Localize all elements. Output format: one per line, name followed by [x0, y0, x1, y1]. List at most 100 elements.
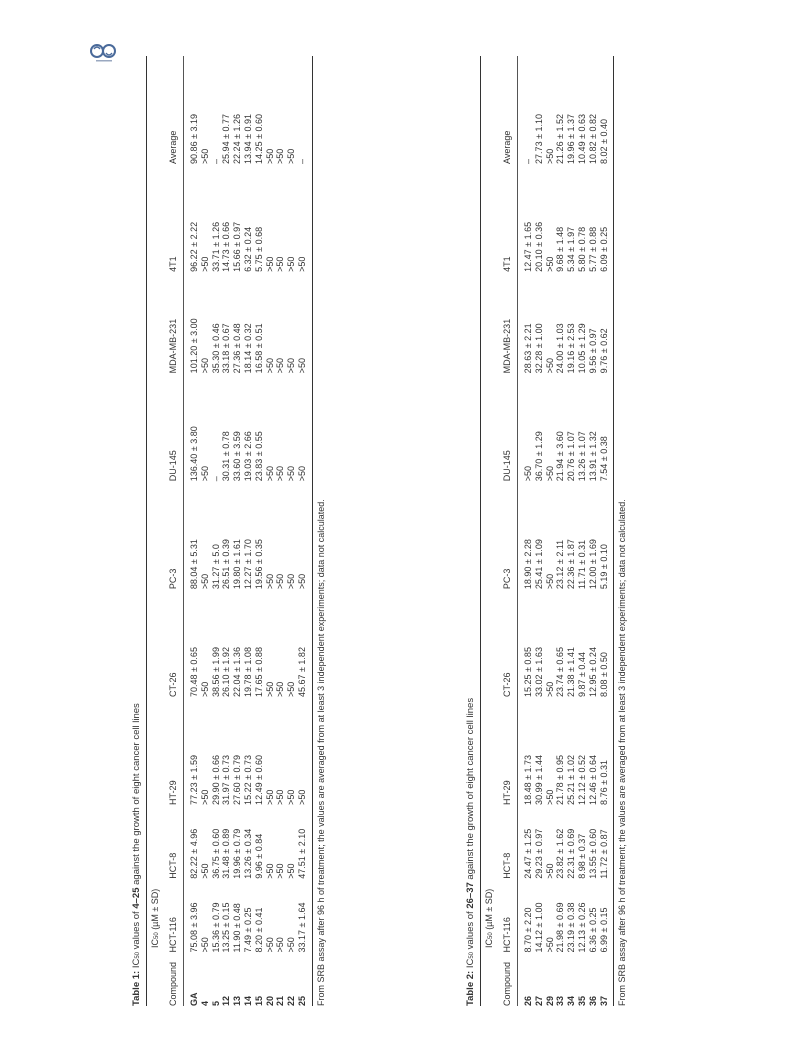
value-cell: 23.82 ± 1.62: [555, 828, 566, 879]
table-row: 20>50>50>50>50>50>50>50>50>50: [265, 56, 276, 1006]
value-cell: 24.47 ± 1.25: [523, 828, 533, 879]
compound-cell: 37: [598, 995, 609, 1006]
value-cell: >50: [199, 256, 210, 272]
compound-cell: 13: [232, 995, 243, 1006]
value-cell: 30.31 ± 0.78: [221, 431, 232, 482]
value-cell: >50: [286, 358, 297, 374]
value-cell: 88.04 ± 5.31: [189, 539, 199, 590]
value-cell: 19.80 ± 1.61: [232, 539, 243, 590]
value-cell: –: [296, 158, 307, 164]
value-cell: >50: [275, 789, 286, 805]
value-cell: 36.70 ± 1.29: [533, 431, 544, 482]
journal-logo-icon: [88, 40, 120, 64]
table-row: 21>50>50>50>50>50>50>50>50>50: [275, 56, 286, 1006]
value-cell: 29.90 ± 0.66: [210, 754, 221, 805]
value-cell: >50: [264, 681, 275, 698]
column-header-9: Average: [168, 130, 178, 164]
value-cell: 6.32 ± 0.24: [242, 226, 253, 272]
value-cell: 15.66 ± 0.97: [232, 221, 243, 272]
value-cell: >50: [286, 256, 297, 272]
column-header-9: Average: [502, 130, 512, 164]
compound-cell: 35: [576, 995, 587, 1006]
value-cell: 19.96 ± 0.79: [232, 828, 243, 879]
table-1-footnote: From SRB assay after 96 h of treatment; …: [315, 499, 326, 1006]
value-cell: >50: [544, 789, 555, 805]
value-cell: 25.41 ± 1.09: [533, 539, 544, 590]
value-cell: >50: [286, 148, 297, 164]
value-cell: 12.47 ± 1.65: [523, 221, 533, 272]
value-cell: 11.90 ± 0.48: [232, 903, 243, 953]
table-1-group-header: IC50 (µM ± SD): [150, 888, 160, 948]
value-cell: 70.48 ± 0.65: [189, 647, 199, 698]
value-cell: 8.02 ± 0.40: [598, 118, 609, 164]
value-cell: 8.98 ± 0.37: [576, 833, 587, 879]
value-cell: 22.04 ± 1.36: [232, 647, 243, 698]
value-cell: >50: [199, 148, 210, 164]
value-cell: 22.31 ± 0.69: [566, 828, 577, 879]
value-cell: 20.10 ± 0.36: [533, 221, 544, 272]
value-cell: 9.87 ± 0.44: [576, 652, 587, 698]
value-cell: 18.48 ± 1.73: [523, 754, 533, 805]
value-cell: 9.96 ± 0.84: [253, 833, 264, 879]
value-cell: 23.83 ± 0.55: [253, 431, 264, 482]
column-header-1: HCT-116: [502, 917, 512, 953]
value-cell: >50: [275, 937, 286, 953]
value-cell: 12.95 ± 0.24: [587, 647, 598, 698]
value-cell: 12.27 ± 1.70: [242, 539, 253, 590]
table-2-group-header: IC50 (µM ± SD): [484, 888, 494, 948]
value-cell: 13.55 ± 0.60: [587, 828, 598, 879]
value-cell: 31.48 ± 0.89: [221, 828, 232, 879]
value-cell: >50: [275, 681, 286, 698]
value-cell: >50: [264, 256, 275, 272]
value-cell: 15.25 ± 0.85: [523, 647, 533, 698]
table-1: Table 1: IC50 values of 4–25 against the…: [128, 56, 368, 1006]
table-2: Table 2: IC50 values of 26–37 against th…: [462, 56, 684, 1006]
value-cell: 9.68 ± 1.48: [555, 226, 566, 272]
value-cell: 32.28 ± 1.00: [533, 323, 544, 374]
value-cell: >50: [264, 358, 275, 374]
value-cell: 5.77 ± 0.88: [587, 226, 598, 272]
value-cell: >50: [275, 863, 286, 879]
column-header-5: PC-3: [168, 568, 178, 590]
value-cell: –: [210, 476, 221, 482]
value-cell: 18.14 ± 0.32: [242, 323, 253, 374]
compound-cell: 33: [555, 995, 566, 1006]
compound-cell: 27: [533, 995, 544, 1006]
value-cell: >50: [264, 465, 275, 482]
value-cell: 26.10 ± 1.92: [221, 647, 232, 698]
value-cell: 136.40 ± 3.80: [189, 426, 199, 482]
value-cell: >50: [199, 937, 210, 953]
value-cell: 27.73 ± 1.10: [533, 113, 544, 164]
value-cell: 6.36 ± 0.25: [587, 907, 598, 953]
value-cell: 31.97 ± 0.73: [221, 754, 232, 805]
value-cell: 13.91 ± 1.32: [587, 431, 598, 482]
value-cell: 33.18 ± 0.67: [221, 323, 232, 374]
value-cell: >50: [544, 256, 555, 272]
value-cell: 5.19 ± 0.10: [598, 544, 609, 590]
value-cell: 33.02 ± 1.63: [533, 647, 544, 698]
value-cell: 8.70 ± 2.20: [523, 907, 533, 953]
value-cell: >50: [296, 789, 307, 805]
column-header-3: HT-29: [168, 780, 178, 805]
value-cell: 8.20 ± 0.41: [253, 907, 264, 953]
value-cell: 31.27 ± 5.0: [210, 544, 221, 590]
value-cell: 10.49 ± 0.63: [576, 113, 587, 164]
value-cell: >50: [275, 573, 286, 590]
value-cell: 27.60 ± 0.79: [232, 754, 243, 805]
value-cell: 9.76 ± 0.62: [598, 328, 609, 374]
value-cell: 33.60 ± 3.59: [232, 431, 243, 482]
value-cell: 12.46 ± 0.64: [587, 754, 598, 805]
value-cell: 23.74 ± 0.65: [555, 647, 566, 698]
value-cell: >50: [544, 863, 555, 879]
value-cell: 12.13 ± 0.26: [576, 902, 587, 953]
value-cell: 27.36 ± 0.48: [232, 323, 243, 374]
